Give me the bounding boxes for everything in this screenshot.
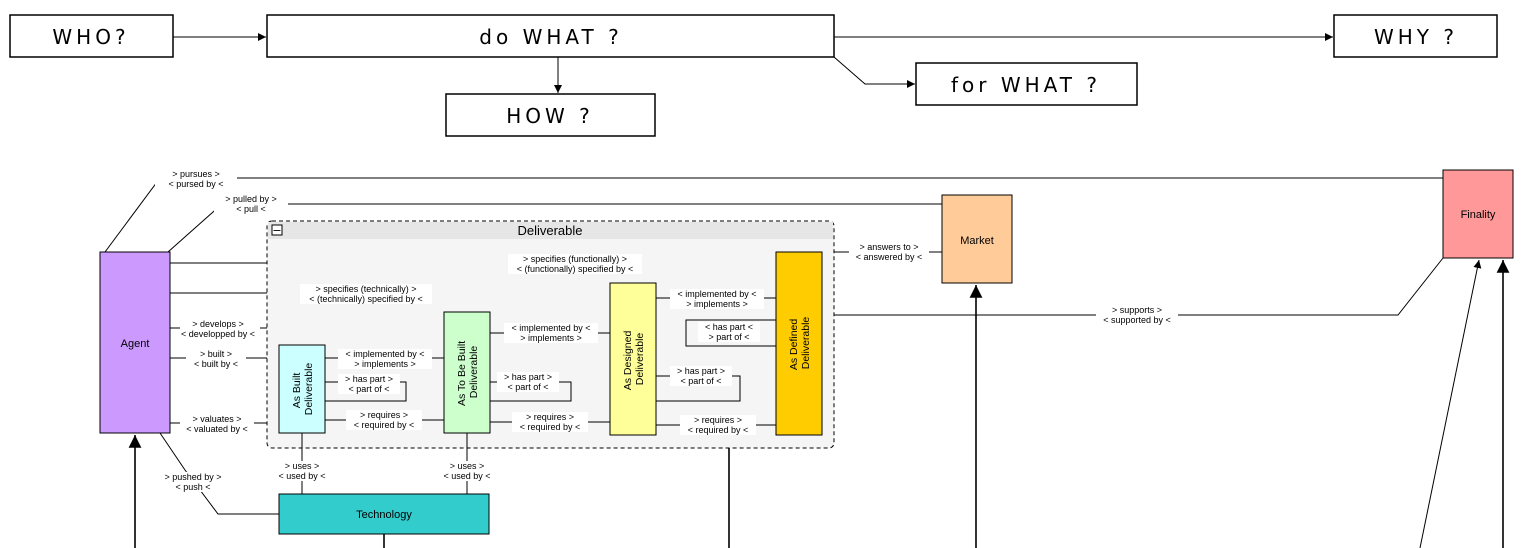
node-as-to-be-built-label: As To Be Built Deliverable xyxy=(456,338,480,406)
label-pursues: > pursues >< pursed by < xyxy=(155,169,237,189)
svg-text:> uses >< used by <: > uses >< used by < xyxy=(443,461,490,481)
label-answers-to: > answers to >< answered by < xyxy=(849,242,929,262)
svg-text:> valuates >< valuated by <: > valuates >< valuated by < xyxy=(186,414,248,434)
svg-text:> requires >< required by <: > requires >< required by < xyxy=(354,410,415,430)
svg-text:< implemented by <> implements: < implemented by <> implements > xyxy=(677,289,756,309)
node-as-to-be-built[interactable]: As To Be Built Deliverable xyxy=(443,311,491,434)
node-as-built-label: As Built Deliverable xyxy=(291,363,315,416)
svg-text:> requires >< required by <: > requires >< required by < xyxy=(688,415,749,435)
label-requires-built: > requires >< required by < xyxy=(346,410,422,430)
deliverable-group-title: Deliverable xyxy=(517,223,582,238)
node-market[interactable]: Market xyxy=(941,194,1013,284)
node-finality[interactable]: Finality xyxy=(1442,169,1514,259)
label-requires-designed: > requires >< required by < xyxy=(680,415,756,435)
question-why[interactable]: WHY ? xyxy=(1333,14,1498,58)
label-pushed-by: > pushed by >< push < xyxy=(162,472,224,492)
question-for-what[interactable]: for WHAT ? xyxy=(915,62,1138,106)
label-built: > built >< built by < xyxy=(186,349,246,369)
node-finality-label: Finality xyxy=(1461,209,1496,221)
label-develops: > develops >< developped by < xyxy=(180,319,260,339)
svg-text:< has part <> part of <: < has part <> part of < xyxy=(705,322,753,342)
node-technology-label: Technology xyxy=(356,509,412,521)
label-specifies-functionally: > specifies (functionally) >< (functiona… xyxy=(508,254,642,274)
label-impl-built-tobe: < implemented by <> implements > xyxy=(338,349,432,369)
node-as-designed-label: As Designed Deliverable xyxy=(622,328,646,390)
svg-text:> pulled by >< pull <: > pulled by >< pull < xyxy=(225,194,277,214)
svg-text:> has part >< part of <: > has part >< part of < xyxy=(504,372,552,392)
svg-text:> specifies (functionally) ><: > specifies (functionally) >< (functiona… xyxy=(517,254,634,274)
svg-text:> has part >< part of <: > has part >< part of < xyxy=(345,374,393,394)
question-how-label: HOW ? xyxy=(506,104,594,128)
label-requires-tobe: > requires >< required by < xyxy=(512,412,588,432)
question-arrows xyxy=(173,33,1333,93)
svg-text:> uses >< used by <: > uses >< used by < xyxy=(278,461,325,481)
label-impl-tobe-designed: < implemented by <> implements > xyxy=(504,323,598,343)
label-haspart-built: > has part >< part of < xyxy=(338,374,400,394)
svg-text:> has part >< part of <: > has part >< part of < xyxy=(677,366,725,386)
collapse-button[interactable]: − xyxy=(271,224,283,237)
label-uses-built: > uses >< used by < xyxy=(274,461,330,481)
label-haspart-tobe: > has part >< part of < xyxy=(497,372,559,392)
svg-text:> built >< built by <: > built >< built by < xyxy=(194,349,238,369)
label-supports: > supports >< supported by < xyxy=(1096,305,1178,325)
node-market-label: Market xyxy=(960,235,994,247)
svg-text:> answers to >< answered by <: > answers to >< answered by < xyxy=(856,242,923,262)
node-technology[interactable]: Technology xyxy=(278,493,490,535)
svg-text:> pursues >< pursed by <: > pursues >< pursed by < xyxy=(168,169,223,189)
bottom-arrows xyxy=(128,259,1510,548)
label-haspart-defined: < has part <> part of < xyxy=(698,322,760,342)
question-what-label: do WHAT ? xyxy=(479,25,622,49)
node-agent[interactable]: Agent xyxy=(99,251,171,434)
question-how[interactable]: HOW ? xyxy=(445,93,656,137)
svg-text:> specifies (technically) >< (: > specifies (technically) >< (technicall… xyxy=(309,284,423,304)
label-pulled-by: > pulled by >< pull < xyxy=(214,194,288,214)
question-who-label: WHO? xyxy=(52,25,129,49)
question-why-label: WHY ? xyxy=(1374,25,1458,49)
node-agent-label: Agent xyxy=(121,338,150,350)
svg-text:< implemented by <> implements: < implemented by <> implements > xyxy=(511,323,590,343)
label-specifies-technically: > specifies (technically) >< (technicall… xyxy=(300,284,432,304)
node-as-designed[interactable]: As Designed Deliverable xyxy=(609,282,657,436)
label-impl-designed-defined: < implemented by <> implements > xyxy=(670,289,764,309)
question-what[interactable]: do WHAT ? xyxy=(266,14,835,58)
label-haspart-designed: > has part >< part of < xyxy=(670,366,732,386)
svg-text:> pushed by >< push <: > pushed by >< push < xyxy=(164,472,221,492)
question-for-what-label: for WHAT ? xyxy=(951,73,1101,97)
svg-text:> requires >< required by <: > requires >< required by < xyxy=(520,412,581,432)
svg-text:> supports >< supported by <: > supports >< supported by < xyxy=(1103,305,1171,325)
label-valuates: > valuates >< valuated by < xyxy=(180,414,254,434)
node-as-defined[interactable]: As Defined Deliverable xyxy=(775,251,823,436)
question-who[interactable]: WHO? xyxy=(9,14,174,58)
edge-labels: > pursues >< pursed by < > pulled by >< … xyxy=(155,169,1178,492)
node-as-built[interactable]: As Built Deliverable xyxy=(278,344,326,434)
svg-text:> develops >< developped by <: > develops >< developped by < xyxy=(181,319,255,339)
node-as-defined-label: As Defined Deliverable xyxy=(788,316,812,370)
svg-text:< implemented by <> implements: < implemented by <> implements > xyxy=(345,349,424,369)
label-uses-tobe: > uses >< used by < xyxy=(439,461,495,481)
collapse-icon: − xyxy=(272,224,281,237)
